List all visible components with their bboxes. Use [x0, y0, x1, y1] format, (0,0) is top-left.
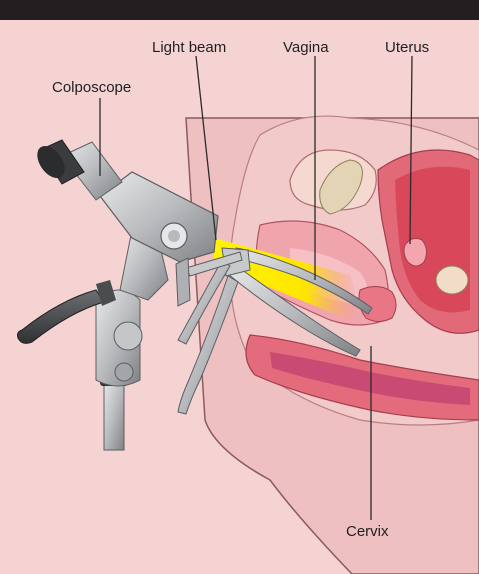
label-uterus: Uterus	[385, 40, 429, 56]
label-colposcope: Colposcope	[52, 80, 131, 96]
label-light-beam: Light beam	[152, 40, 226, 56]
label-vagina: Vagina	[283, 40, 329, 56]
label-cervix: Cervix	[346, 524, 389, 540]
